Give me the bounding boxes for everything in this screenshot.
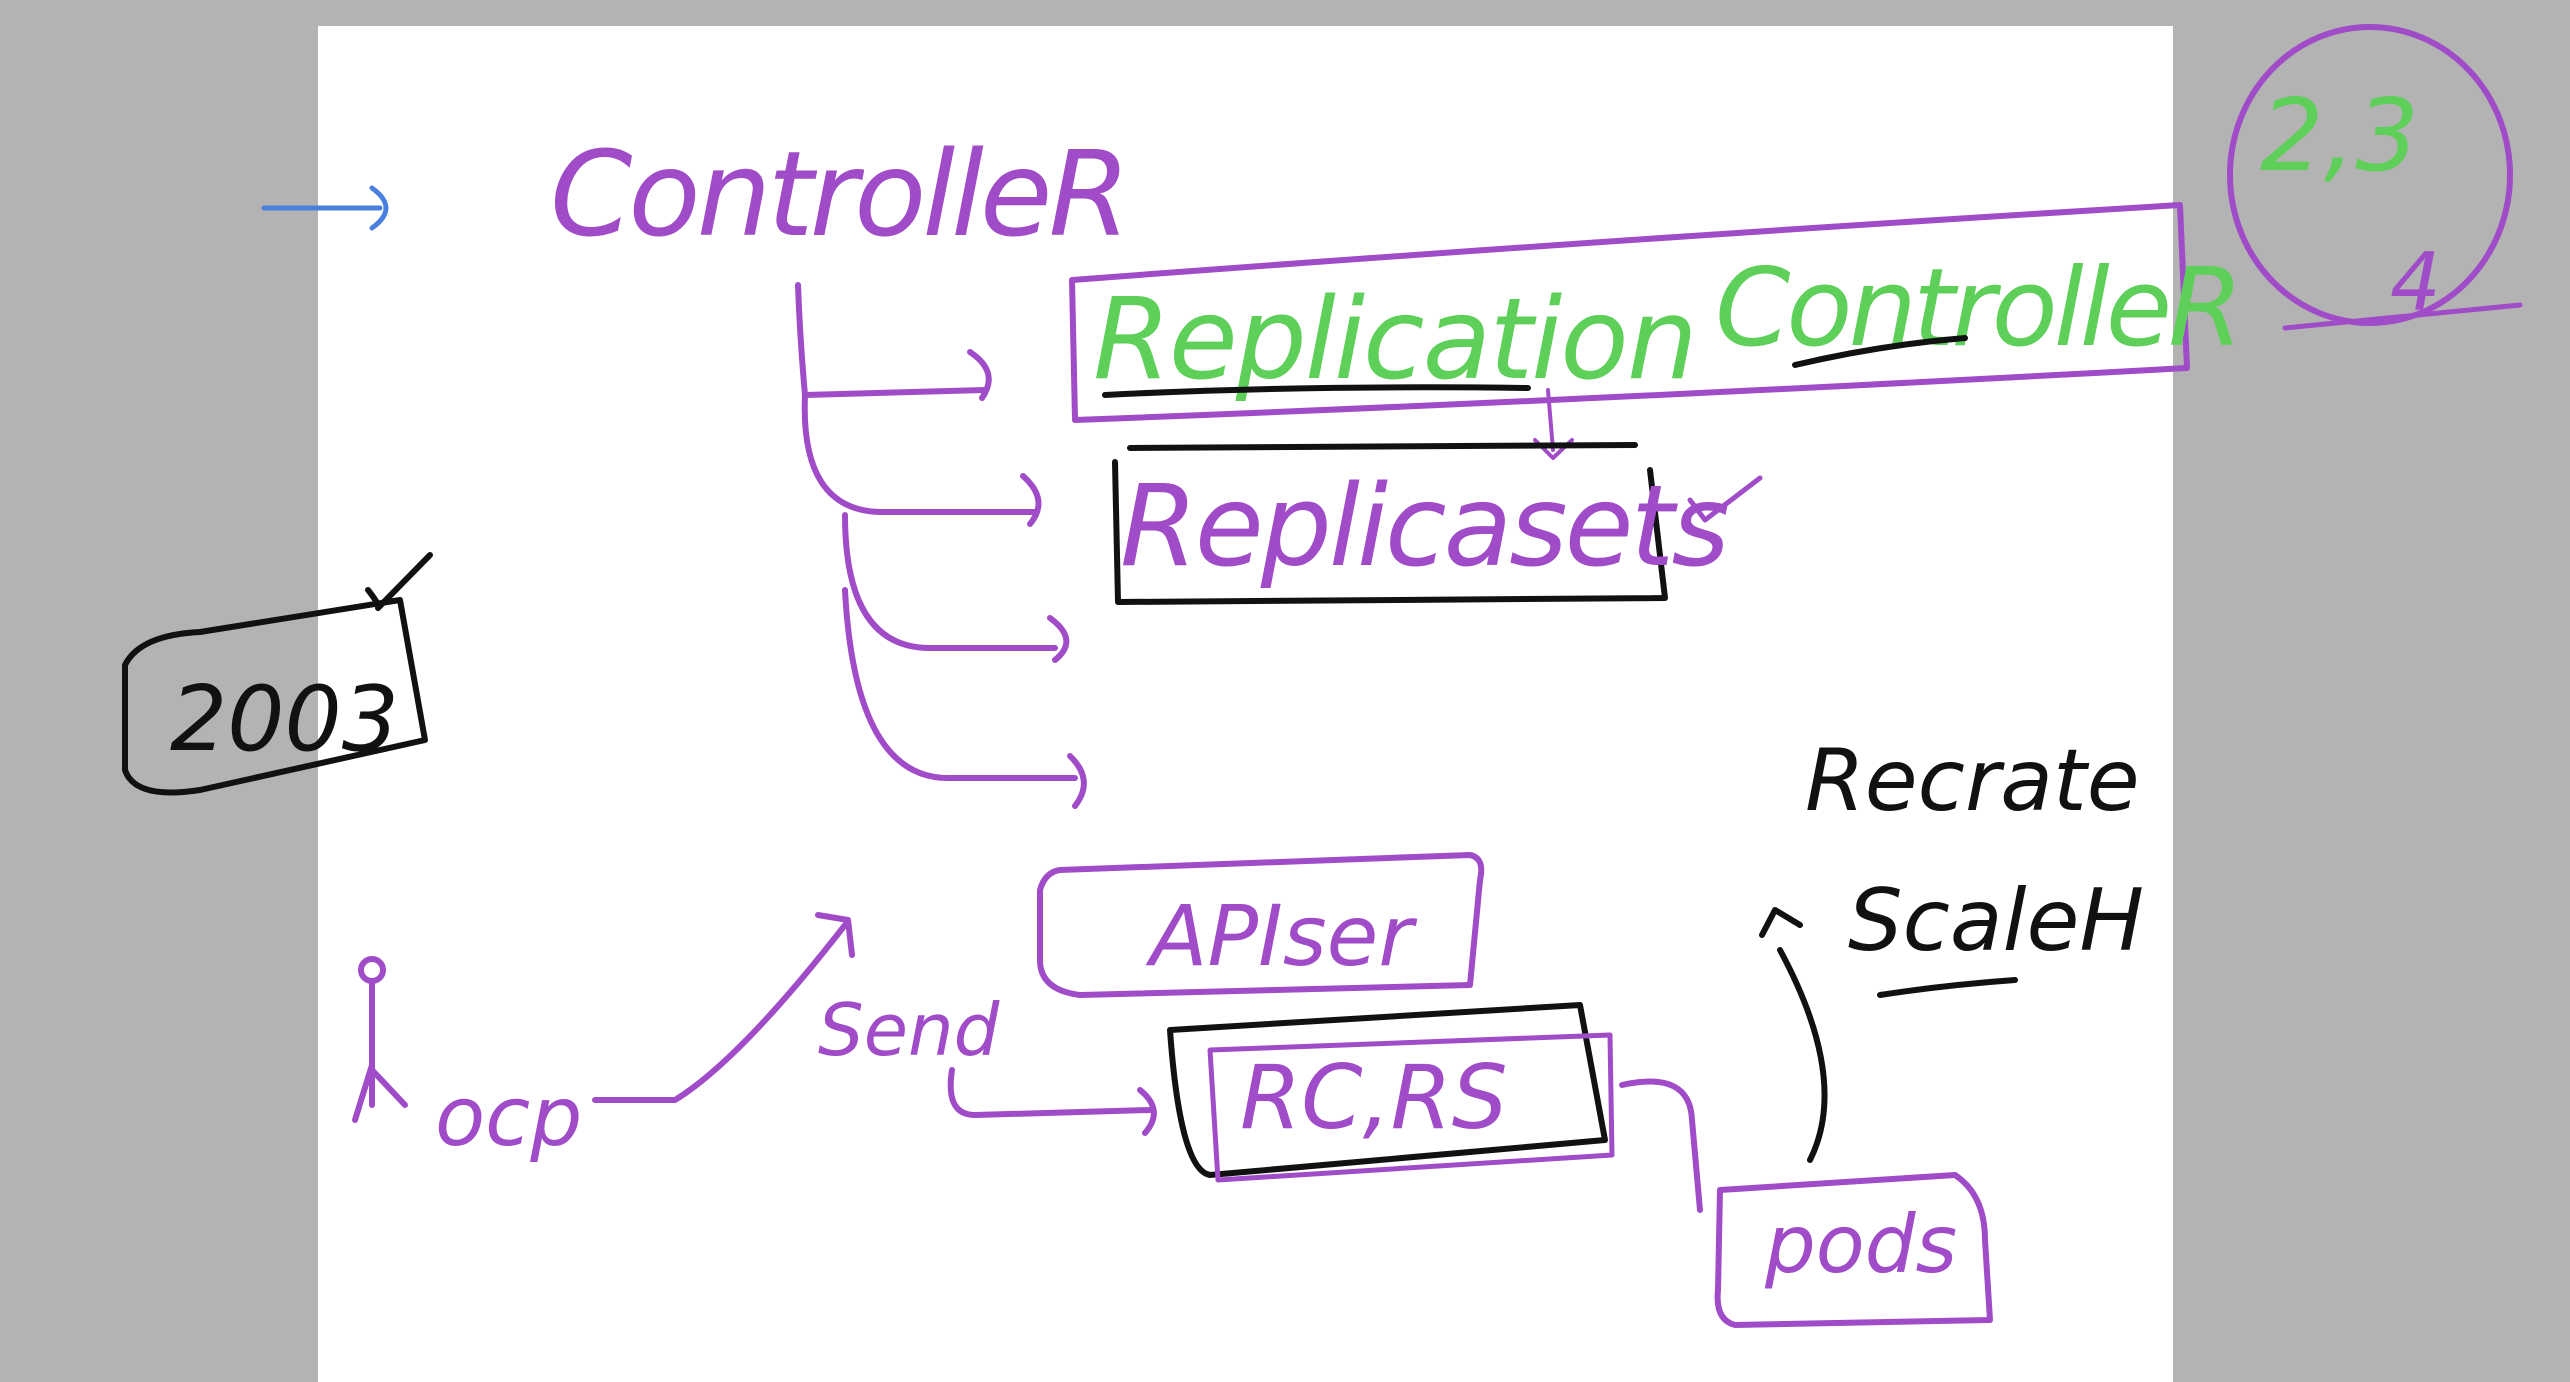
blue-pointer-arrow [261,185,389,231]
controller-branches [795,282,1087,809]
user-icon [352,956,408,1123]
ocp-label: ocp [435,1070,582,1165]
replication-label: Replication [1093,275,1696,405]
apiserver-box [1037,852,1485,998]
rc-pods-connector [1619,1078,1703,1213]
send-label: Send [818,988,1001,1072]
rc-rs-label: RC,RS [1240,1046,1508,1149]
pods-box [1714,1172,1993,1328]
rc-rs-box-inner [1207,1032,1615,1183]
corner-circle [2227,24,2513,326]
canvas [318,26,2173,1382]
replication-underlines [1102,335,1968,398]
scale-label: ScaleH [1848,871,2144,971]
year-check-icon [365,552,433,611]
pods-label: pods [1764,1198,1957,1291]
replicasets-label: Replicasets [1120,462,1727,592]
replicasets-check-icon [1687,475,1763,523]
corner-line [2282,302,2523,331]
rc-rs-box-outer [1167,1002,1608,1178]
year-label: 2003 [170,667,399,772]
recreate-label: Recrate [1805,731,2140,831]
replicasets-box [1112,442,1668,605]
send-arrow [947,1067,1157,1136]
controller-label: ControlleR [550,125,1127,263]
replication-controller-label: ControlleR [1715,246,2239,371]
scale-underline [1877,977,2018,998]
year-box [122,597,428,796]
apiserver-label: APIser [1145,887,1417,985]
recreate-arrow [1759,907,1828,1163]
corner-numbers: 2,3 [2260,77,2419,194]
ocp-arrow [592,912,855,1103]
replication-controller-box [1069,202,2190,423]
